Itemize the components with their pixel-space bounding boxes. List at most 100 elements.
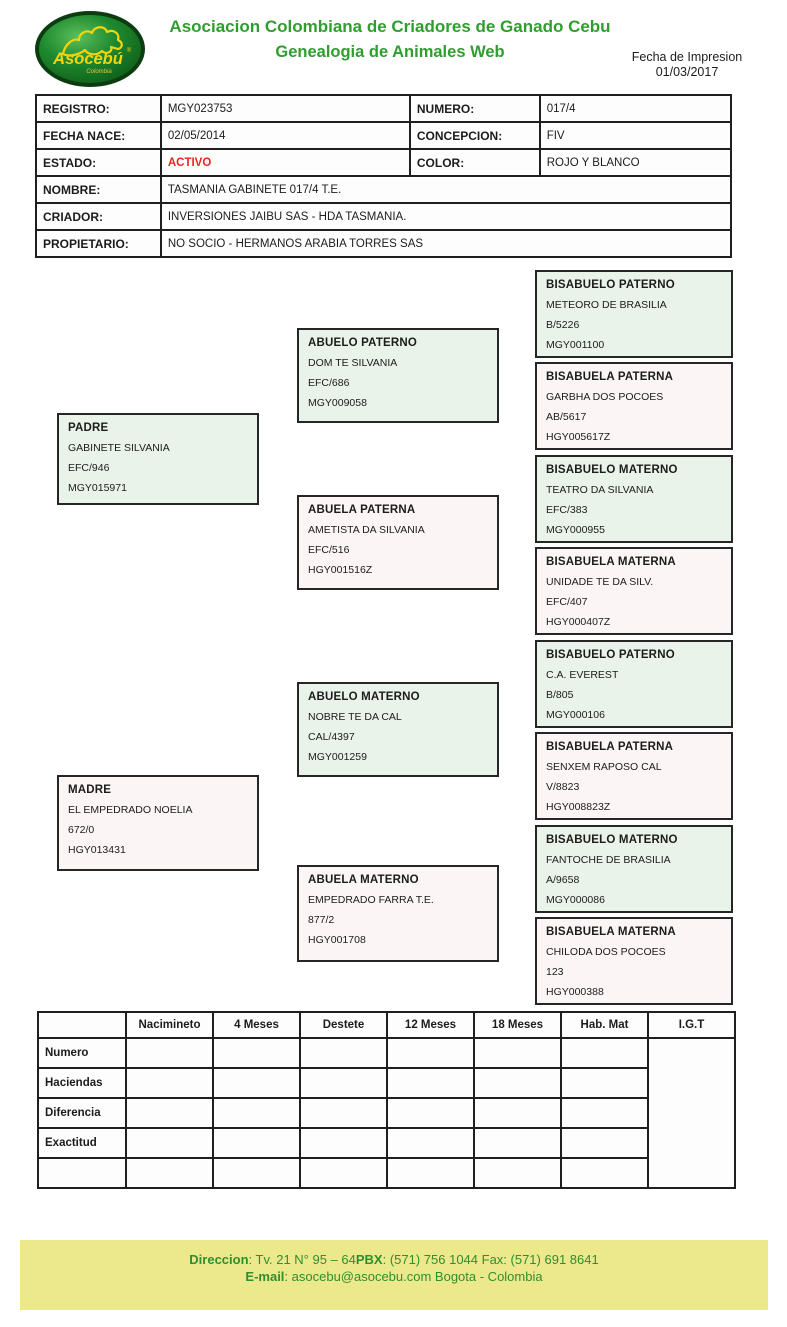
- animal-code: EFC/407: [546, 596, 588, 608]
- animal-code: V/8823: [546, 781, 580, 793]
- pedigree-box-title: BISABUELO MATERNO: [546, 464, 678, 476]
- pedigree-box-title: ABUELA MATERNO: [308, 874, 419, 886]
- table-cell-empty: [125, 1037, 214, 1069]
- table-cell-empty: [299, 1097, 388, 1129]
- animal-code: EFC/946: [68, 462, 110, 474]
- table-cell-empty: [560, 1067, 649, 1099]
- animal-registry: MGY000955: [546, 524, 605, 536]
- animal-registry: MGY000086: [546, 894, 605, 906]
- table-cell-empty: [473, 1157, 562, 1189]
- table-row: [37, 1157, 735, 1189]
- animal-registry: MGY001259: [308, 751, 367, 763]
- animal-name: TEATRO DA SILVANIA: [546, 484, 654, 496]
- table-cell-empty: [125, 1097, 214, 1129]
- fecha-nace-value: 02/05/2014: [159, 121, 411, 150]
- table-cell-empty: [212, 1037, 301, 1069]
- pedigree-box-title: ABUELA PATERNA: [308, 504, 416, 516]
- pedigree-box-title: MADRE: [68, 784, 112, 796]
- animal-name: EL EMPEDRADO NOELIA: [68, 804, 193, 816]
- table-row: ESTADO: ACTIVO COLOR: ROJO Y BLANCO: [35, 148, 733, 177]
- concepcion-value: FIV: [538, 121, 733, 150]
- criador-value: INVERSIONES JAIBU SAS - HDA TASMANIA.: [159, 202, 733, 231]
- print-date-label: Fecha de Impresion: [631, 50, 743, 64]
- table-row: NOMBRE: TASMANIA GABINETE 017/4 T.E.: [35, 175, 733, 204]
- row-label-empty: [37, 1157, 127, 1189]
- animal-name: DOM TE SILVANIA: [308, 357, 398, 369]
- email-value: : asocebu@asocebu.com Bogota - Colombia: [284, 1269, 543, 1284]
- animal-name: CHILODA DOS POCOES: [546, 946, 666, 958]
- nombre-value: TASMANIA GABINETE 017/4 T.E.: [159, 175, 733, 204]
- animal-name: AMETISTA DA SILVANIA: [308, 524, 425, 536]
- color-value: ROJO Y BLANCO: [538, 148, 733, 177]
- col-header-4meses: 4 Meses: [212, 1011, 301, 1039]
- table-cell-empty: [560, 1037, 649, 1069]
- animal-name: FANTOCHE DE BRASILIA: [546, 854, 671, 866]
- table-row: Diferencia: [37, 1097, 735, 1129]
- estado-label: ESTADO:: [35, 148, 162, 177]
- animal-registry: HGY000407Z: [546, 616, 611, 628]
- logo-registered-mark: ®: [127, 47, 132, 54]
- pedigree-box-title: ABUELO PATERNO: [308, 337, 418, 349]
- row-label-haciendas: Haciendas: [37, 1067, 127, 1099]
- table-cell-empty: [299, 1127, 388, 1159]
- table-row: Haciendas: [37, 1067, 735, 1099]
- criador-label: CRIADOR:: [35, 202, 162, 231]
- print-date-value: 01/03/2017: [655, 65, 719, 79]
- asocebu-logo: Asocebú ® Colombia: [35, 11, 145, 87]
- animal-code: EFC/383: [546, 504, 588, 516]
- performance-header-row: Nacimineto 4 Meses Destete 12 Meses 18 M…: [37, 1011, 736, 1039]
- table-row: REGISTRO: MGY023753 NUMERO: 017/4: [35, 94, 733, 123]
- nombre-label: NOMBRE:: [35, 175, 162, 204]
- animal-name: GABINETE SILVANIA: [68, 442, 170, 454]
- animal-code: 877/2: [308, 914, 335, 926]
- report-subtitle: Genealogia de Animales Web: [275, 43, 505, 61]
- pbx-value: : (571) 756 1044 Fax: (571) 691 8641: [382, 1252, 599, 1267]
- animal-registry: HGY000388: [546, 986, 604, 998]
- pedigree-box-title: BISABUELO PATERNO: [546, 649, 675, 661]
- concepcion-label: CONCEPCION:: [408, 121, 541, 150]
- animal-name: C.A. EVEREST: [546, 669, 619, 681]
- pedigree-box-abuela-paterna: ABUELA PATERNA AMETISTA DA SILVANIA EFC/…: [297, 495, 499, 590]
- pedigree-box-bisabuela-materna-1: BISABUELA MATERNA UNIDADE TE DA SILV. EF…: [535, 547, 733, 635]
- animal-code: A/9658: [546, 874, 580, 886]
- animal-code: B/5226: [546, 319, 580, 331]
- pedigree-box-title: BISABUELO PATERNO: [546, 279, 675, 291]
- table-cell-empty: [560, 1127, 649, 1159]
- registro-value: MGY023753: [159, 94, 411, 123]
- table-cell-empty: [299, 1037, 388, 1069]
- direccion-label: Direccion: [189, 1252, 249, 1267]
- pedigree-box-title: BISABUELA MATERNA: [546, 926, 676, 938]
- row-label-diferencia: Diferencia: [37, 1097, 127, 1129]
- pedigree-box-title: BISABUELA PATERNA: [546, 371, 674, 383]
- table-cell-empty: [212, 1157, 301, 1189]
- print-date-block: Fecha de Impresion 01/03/2017: [612, 50, 762, 80]
- animal-code: AB/5617: [546, 411, 587, 423]
- pedigree-box-title: BISABUELA PATERNA: [546, 741, 674, 753]
- propietario-label: PROPIETARIO:: [35, 229, 162, 258]
- pedigree-box-bisabuelo-materno-1: BISABUELO MATERNO TEATRO DA SILVANIA EFC…: [535, 455, 733, 543]
- table-cell-empty: [212, 1127, 301, 1159]
- pedigree-box-bisabuela-materna-2: BISABUELA MATERNA CHILODA DOS POCOES 123…: [535, 917, 733, 1005]
- numero-label: NUMERO:: [408, 94, 541, 123]
- animal-registry: HGY001516Z: [308, 564, 373, 576]
- animal-name: EMPEDRADO FARRA T.E.: [308, 894, 434, 906]
- animal-info-table: REGISTRO: MGY023753 NUMERO: 017/4 FECHA …: [35, 94, 733, 258]
- pedigree-box-bisabuela-paterna-1: BISABUELA PATERNA GARBHA DOS POCOES AB/5…: [535, 362, 733, 450]
- animal-registry: HGY013431: [68, 844, 126, 856]
- row-label-numero: Numero: [37, 1037, 127, 1069]
- pedigree-box-abuela-materna: ABUELA MATERNO EMPEDRADO FARRA T.E. 877/…: [297, 865, 499, 962]
- pedigree-box-title: BISABUELA MATERNA: [546, 556, 676, 568]
- color-label: COLOR:: [408, 148, 541, 177]
- footer-address-line: Direccion: Tv. 21 N° 95 – 64PBX: (571) 7…: [20, 1251, 768, 1268]
- pedigree-box-bisabuelo-paterno-1: BISABUELO PATERNO METEORO DE BRASILIA B/…: [535, 270, 733, 358]
- table-cell-empty: [560, 1157, 649, 1189]
- numero-value: 017/4: [538, 94, 733, 123]
- performance-table: Nacimineto 4 Meses Destete 12 Meses 18 M…: [37, 1011, 736, 1189]
- table-cell-empty: [473, 1067, 562, 1099]
- logo-text: Asocebú: [52, 50, 123, 68]
- table-row: Exactitud: [37, 1127, 735, 1159]
- table-row: CRIADOR: INVERSIONES JAIBU SAS - HDA TAS…: [35, 202, 733, 231]
- logo-subtext: Colombia: [86, 69, 112, 75]
- table-cell-empty: [125, 1157, 214, 1189]
- footer-email-line: E-mail: asocebu@asocebu.com Bogota - Col…: [20, 1268, 768, 1285]
